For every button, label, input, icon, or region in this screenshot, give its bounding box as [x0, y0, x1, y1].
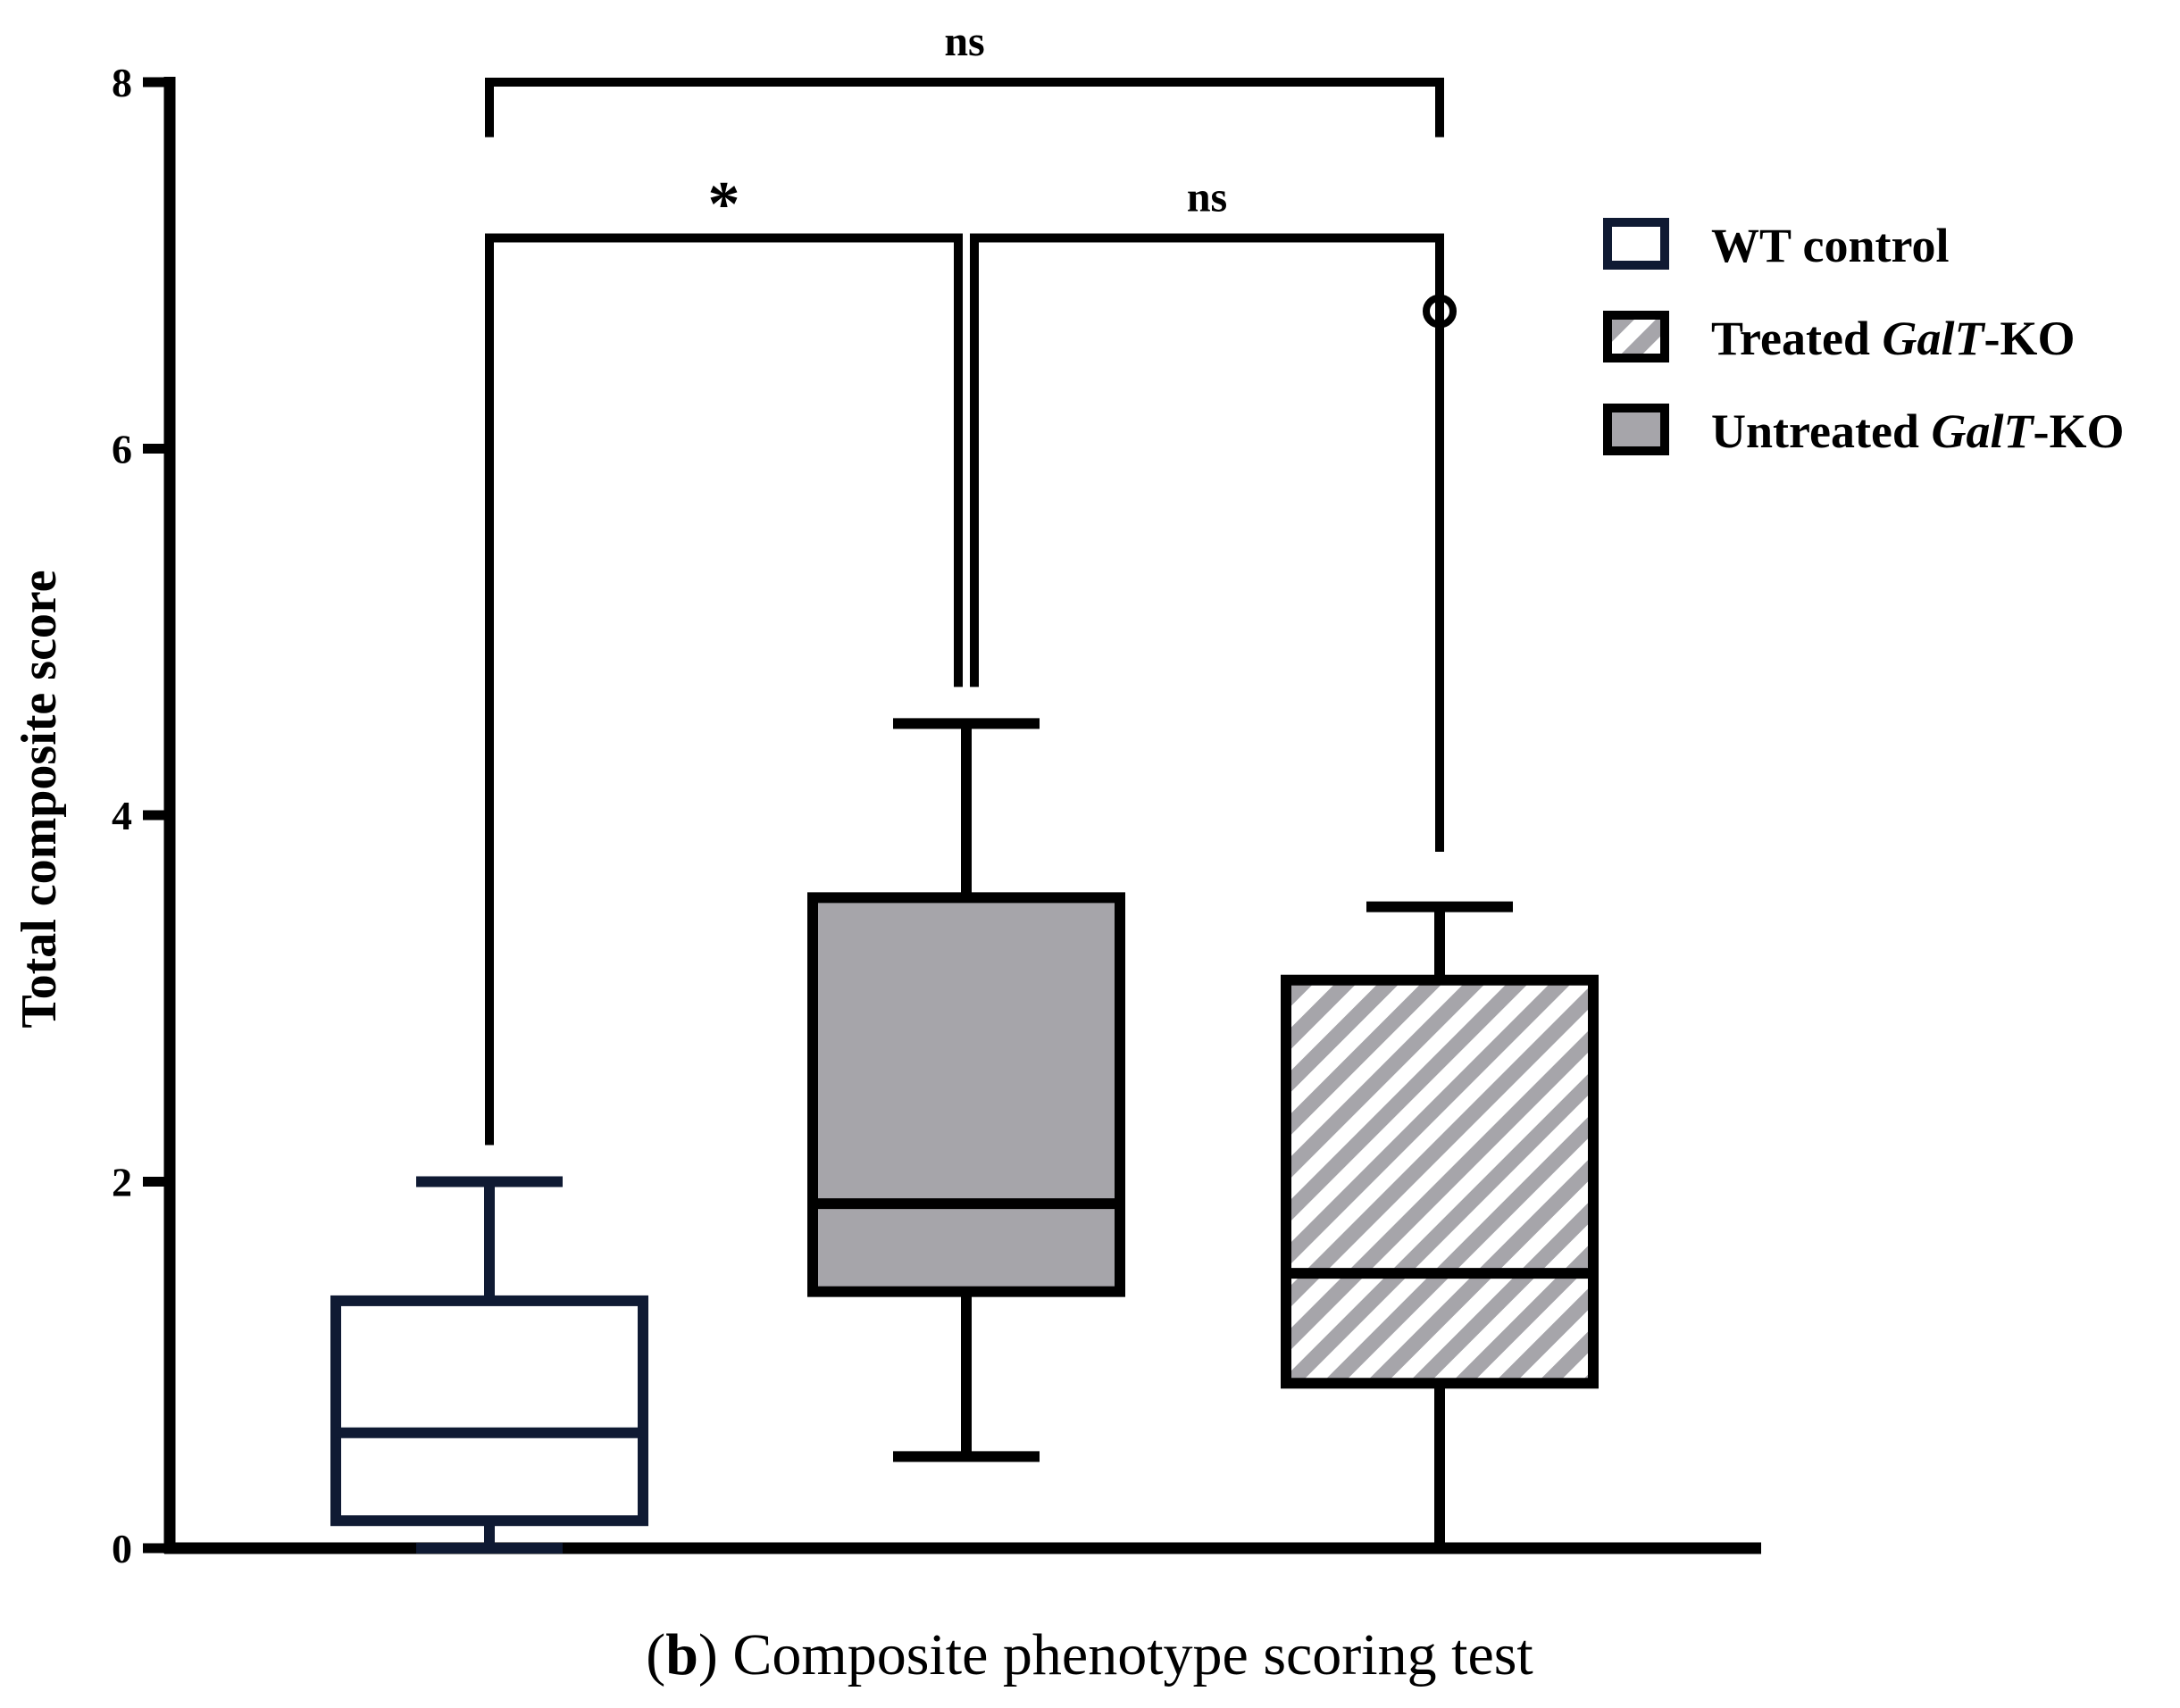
legend-swatch	[1603, 218, 1669, 270]
y-axis-label: Total composite score	[12, 570, 67, 1028]
box-untreated-galt-ko	[807, 718, 1125, 1462]
significance-bracket: ns	[970, 173, 1444, 853]
box-body	[330, 1295, 648, 1527]
legend-item-treated-galt-ko: Treated GalT-KO	[1603, 311, 2075, 365]
box-wt-control	[330, 1176, 648, 1554]
legend-swatch	[1603, 404, 1669, 455]
legend-swatch	[1603, 311, 1669, 362]
chart-caption: (b) Composite phenotype scoring test	[646, 1622, 1533, 1687]
significance-label: ns	[1187, 173, 1227, 221]
bracket-line	[485, 233, 963, 1146]
significance-bracket: ns	[485, 18, 1444, 137]
boxes	[330, 294, 1599, 1554]
legend-label: Untreated GalT-KO	[1711, 404, 2124, 458]
legend-label: WT control	[1711, 219, 1950, 272]
box-body	[807, 892, 1125, 1297]
y-tick-label-8: 8	[112, 60, 132, 105]
y-tick-label-4: 4	[112, 793, 132, 838]
significance-brackets: * ns ns	[485, 18, 1444, 1146]
box-body	[1281, 974, 1599, 1389]
legend-item-wt-control: WT control	[1603, 218, 1950, 272]
significance-label: ns	[944, 18, 984, 65]
y-tick-label-0: 0	[112, 1526, 132, 1571]
legend-label: Treated GalT-KO	[1711, 312, 2075, 365]
box-treated-galt-ko	[1281, 294, 1599, 1554]
bracket-line	[485, 78, 1444, 137]
significance-bracket: *	[485, 168, 963, 1146]
significance-label: *	[708, 168, 740, 239]
bracket-line	[970, 233, 1444, 853]
y-tick-label-6: 6	[112, 427, 132, 472]
y-tick-label-2: 2	[112, 1160, 132, 1205]
legend-item-untreated-galt-ko: Untreated GalT-KO	[1603, 404, 2124, 458]
caption-text: Composite phenotype scoring test	[732, 1622, 1533, 1687]
outlier-point	[1423, 294, 1457, 329]
caption-letter: b	[665, 1622, 698, 1687]
